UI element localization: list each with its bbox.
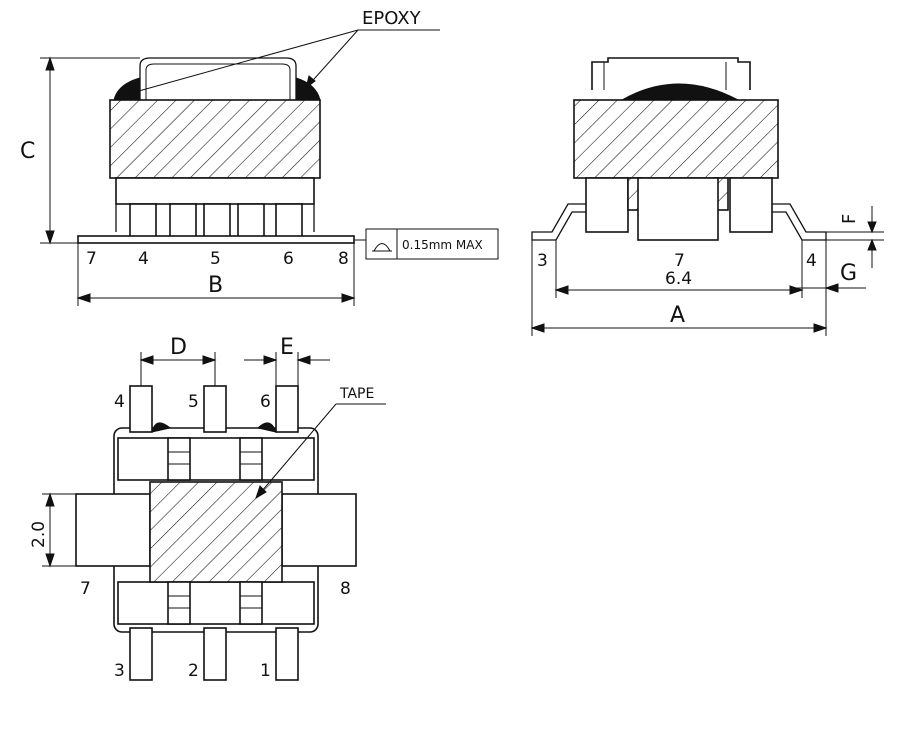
top-tape — [149, 481, 283, 583]
dim-e-label: E — [280, 335, 294, 360]
top-pin-label: 2 — [188, 661, 199, 681]
dim-20-label: 2.0 — [29, 521, 49, 548]
front-epoxy-left — [113, 77, 141, 101]
side-epoxy — [620, 83, 739, 101]
front-top-clip — [139, 57, 297, 100]
front-base — [115, 177, 315, 205]
front-lead-strip — [77, 235, 355, 244]
dim-c-label: C — [20, 139, 35, 164]
top-pin-label: 3 — [114, 661, 125, 681]
top-view: 4 5 6 7 8 3 2 1 D E 2.0 TAPE — [29, 335, 386, 681]
front-pin-label: 8 — [338, 249, 349, 269]
side-view: 3 7 4 6.4 A F G — [530, 57, 884, 336]
side-pin-label: 3 — [537, 251, 548, 271]
top-pin-label: 4 — [114, 392, 125, 412]
top-pin-label: 1 — [260, 661, 271, 681]
epoxy-leader — [127, 29, 359, 95]
side-top-clip — [591, 57, 751, 90]
flatness-box — [365, 228, 499, 260]
top-pin-label: 5 — [188, 392, 199, 412]
dim-b-label: B — [208, 273, 223, 298]
side-lead-right — [772, 203, 827, 241]
side-pin-label: 4 — [806, 251, 817, 271]
flatness-label: 0.15mm MAX — [402, 238, 483, 252]
top-pin-label: 7 — [80, 579, 91, 599]
side-center-terminal — [637, 177, 719, 241]
top-terminals-upper — [129, 385, 299, 481]
dim-f-label: F — [839, 214, 860, 224]
front-core — [109, 99, 321, 179]
top-terminals-lower — [129, 581, 299, 681]
dim-a-label: A — [670, 303, 685, 328]
top-pin-label: 8 — [340, 579, 351, 599]
dim-g-label: G — [840, 261, 857, 286]
side-pin-label: 7 — [674, 251, 685, 271]
side-lead-left — [531, 203, 586, 241]
front-view: 7 4 5 6 8 EPOXY C B 0.15mm MAX — [20, 8, 499, 306]
side-core — [573, 99, 779, 179]
front-pin-label: 5 — [210, 249, 221, 269]
front-pin-label: 7 — [86, 249, 97, 269]
epoxy-label: EPOXY — [362, 8, 422, 29]
top-side-block-left — [75, 493, 151, 567]
dim-64-label: 6.4 — [665, 269, 692, 289]
profile-icon — [372, 243, 392, 252]
top-side-block-right — [281, 493, 357, 567]
top-pin-label: 6 — [260, 392, 271, 412]
front-pin-label: 6 — [283, 249, 294, 269]
tape-leader — [255, 403, 337, 499]
tape-label: TAPE — [339, 386, 374, 402]
dim-d-label: D — [170, 335, 187, 360]
front-pin-label: 4 — [138, 249, 149, 269]
